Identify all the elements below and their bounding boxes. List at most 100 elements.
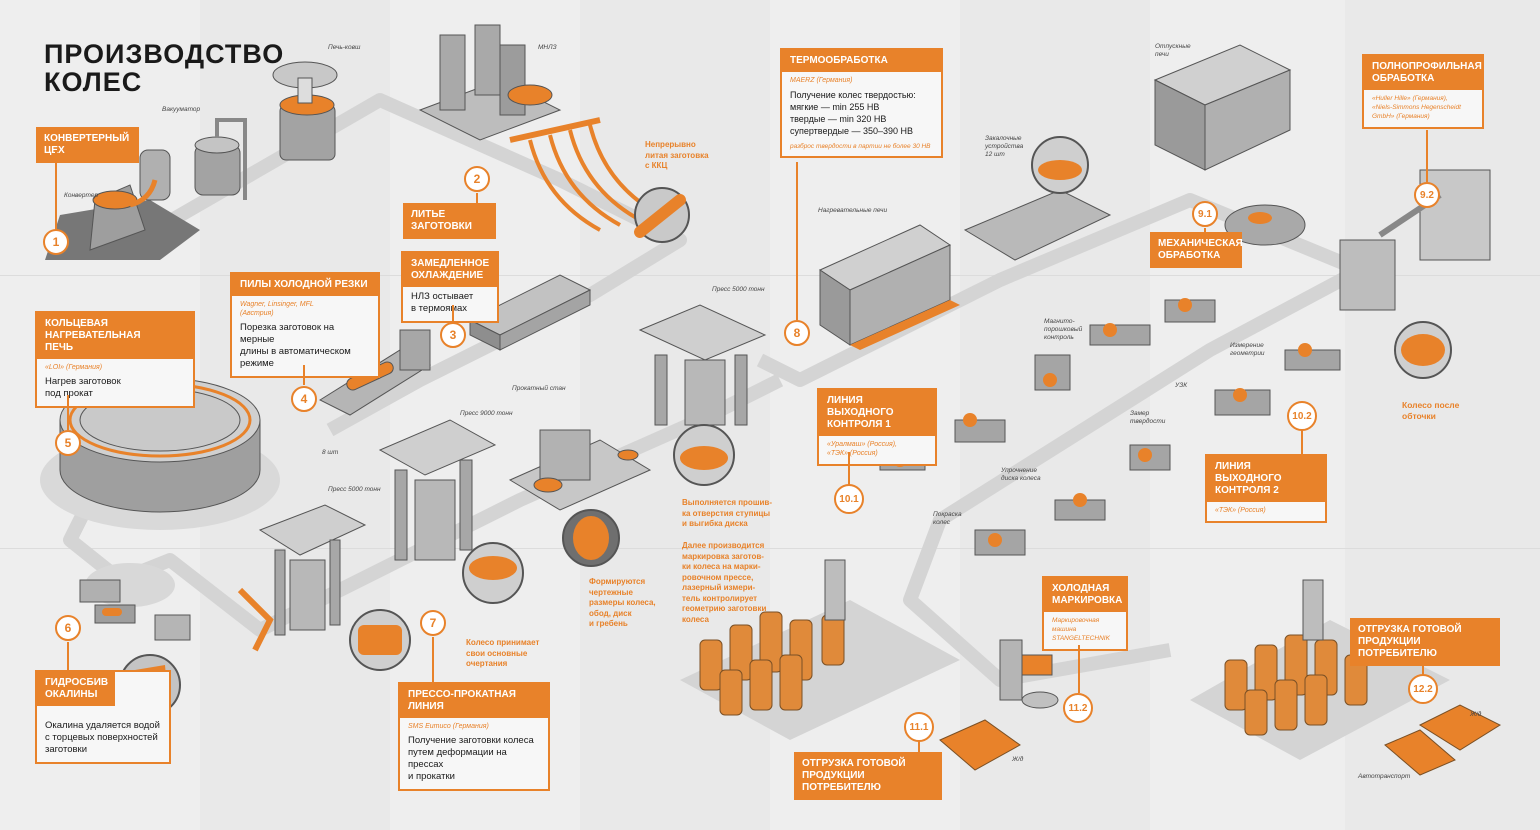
step-11-2-vendor: Маркировочная машина STANGELTECHNIK <box>1052 617 1110 642</box>
machining-center-91 <box>1224 204 1306 246</box>
step-11-2-card: ХОЛОДНАЯ МАРКИРОВКА Маркировочная машина… <box>1042 576 1128 651</box>
step-12-2-connector <box>1422 650 1424 676</box>
step-10-1-connector <box>848 452 850 486</box>
step-3-badge: 3 <box>440 322 466 348</box>
step-9-1-header: МЕХАНИЧЕСКАЯ ОБРАБОТКА <box>1150 232 1243 268</box>
label-saw-count: 8 шт <box>322 449 339 456</box>
step-5-connector <box>67 395 69 430</box>
step-3-description: НЛЗ остывает в термоямах <box>411 291 474 314</box>
step-12-2-badge: 12.2 <box>1408 674 1438 704</box>
callout-shape: Колесо принимает свои основные очертания <box>466 638 540 668</box>
step-2-header: ЛИТЬЕ ЗАГОТОВКИ <box>403 203 496 239</box>
label-ladle-furnace: Печь-ковш <box>328 44 361 51</box>
step-10-2-header: ЛИНИЯ ВЫХОДНОГО КОНТРОЛЯ 2 <box>1207 456 1325 502</box>
step-6-description: Окалина удаляется водой с торцевых повер… <box>45 720 160 755</box>
step-2-connector <box>476 193 478 203</box>
step-10-2-connector <box>1301 430 1303 454</box>
label-vacuumator: Вакууматор <box>162 106 201 113</box>
marking-machine <box>999 639 1059 709</box>
step-10-1-vendor: «Уралмаш» (Россия), «ТЭК» (Россия) <box>827 441 898 457</box>
step-4-connector <box>303 365 305 385</box>
locomotive-12 <box>1418 704 1502 751</box>
press-5000-lower <box>237 504 367 652</box>
step-6-card: ГИДРОСБИВ ОКАЛИНЫ Окалина удаляется водо… <box>35 670 171 764</box>
step-7-card: ПРЕССО-ПРОКАТНАЯ ЛИНИЯ SMS Eumuco (Герма… <box>398 682 550 791</box>
step-7-header: ПРЕССО-ПРОКАТНАЯ ЛИНИЯ <box>400 684 548 718</box>
step-3-header: ЗАМЕДЛЕННОЕ ОХЛАЖДЕНИЕ <box>403 253 497 287</box>
step-7-badge: 7 <box>420 610 446 636</box>
step-10-2-vendor: «ТЭК» (Россия) <box>1215 507 1266 514</box>
quenching-devices <box>963 136 1112 261</box>
tempering-furnace <box>1153 44 1292 171</box>
label-ultrasonic: УЗК <box>1175 382 1188 389</box>
ladle-furnace-machine <box>272 61 338 161</box>
step-11-2-badge: 11.2 <box>1063 693 1093 723</box>
label-painting: Покраска колес <box>933 511 962 526</box>
callout-billet: Непрерывно литая заготовка с ККЦ <box>645 140 709 170</box>
callout-marking: Далее производится маркировка заготов- к… <box>682 541 767 624</box>
step-10-1-header: ЛИНИЯ ВЫХОДНОГО КОНТРОЛЯ 1 <box>819 390 935 436</box>
label-press-5000-lower: Пресс 5000 тонн <box>328 486 381 493</box>
machining-center-92 <box>1339 169 1491 379</box>
label-quench-devices: Закалочные устройства 12 шт <box>985 135 1024 158</box>
page-title: ПРОИЗВОДСТВО КОЛЕС <box>44 39 285 97</box>
step-5-description: Нагрев заготовок под прокат <box>45 376 121 399</box>
step-8-description: Получение колес твердостью: мягкие — min… <box>790 90 916 136</box>
billet-zoom-circle <box>634 187 690 243</box>
step-9-2-badge: 9.2 <box>1414 182 1440 208</box>
step-11-2-header: ХОЛОДНАЯ МАРКИРОВКА <box>1044 578 1126 612</box>
thermal-pits <box>468 274 592 351</box>
step-8-card: ТЕРМООБРАБОТКА MAERZ (Германия) Получени… <box>780 48 943 158</box>
step-6-connector <box>67 642 69 672</box>
step-1-connector <box>55 150 57 230</box>
step-4-vendor: Wagner, Linsinger, MFL (Австрия) <box>240 301 314 317</box>
label-ccm: МНЛЗ <box>538 44 557 51</box>
step-10-2-card: ЛИНИЯ ВЫХОДНОГО КОНТРОЛЯ 2 «ТЭК» (Россия… <box>1205 454 1327 523</box>
wheel-zoom-circles <box>349 424 735 671</box>
step-8-connector <box>796 162 798 320</box>
label-rail-11: Ж/д <box>1012 756 1024 763</box>
step-10-1-badge: 10.1 <box>834 484 864 514</box>
step-3-connector <box>452 305 454 325</box>
step-4-badge: 4 <box>291 386 317 412</box>
callout-piercing: Выполняется прошив- ка отверстия ступицы… <box>682 498 772 528</box>
rolling-mill <box>508 429 652 511</box>
step-5-badge: 5 <box>55 430 81 456</box>
step-10-1-card: ЛИНИЯ ВЫХОДНОГО КОНТРОЛЯ 1 «Уралмаш» (Ро… <box>817 388 937 466</box>
step-4-card: ПИЛЫ ХОЛОДНОЙ РЕЗКИ Wagner, Linsinger, M… <box>230 272 380 378</box>
label-magnetic-control: Магнито- порошковый контроль <box>1044 318 1083 341</box>
fold-line <box>0 548 1540 549</box>
step-3-card: ЗАМЕДЛЕННОЕ ОХЛАЖДЕНИЕ НЛЗ остывает в те… <box>401 251 499 323</box>
step-11-1-header: ОТГРУЗКА ГОТОВОЙ ПРОДУКЦИИ ПОТРЕБИТЕЛЮ <box>794 752 942 800</box>
label-hardness: Замер твердости <box>1130 410 1166 425</box>
label-press-9000: Пресс 9000 тонн <box>460 410 513 417</box>
step-8-header: ТЕРМООБРАБОТКА <box>782 50 941 72</box>
step-5-card: КОЛЬЦЕВАЯ НАГРЕВАТЕЛЬНАЯ ПЕЧЬ «LOI» (Гер… <box>35 311 195 408</box>
locomotive-11 <box>939 719 1021 771</box>
truck <box>1384 729 1456 776</box>
step-8-vendor: MAERZ (Германия) <box>790 77 853 84</box>
step-7-description: Получение заготовки колеса путем деформа… <box>408 735 534 782</box>
callout-dimensions: Формируются чертежные размеры колеса, об… <box>589 577 656 628</box>
vacuumator-machine <box>194 118 247 200</box>
label-truck: Автотранспорт <box>1358 773 1411 780</box>
label-geometry: Измерение геометрии <box>1230 342 1265 357</box>
step-4-description: Порезка заготовок на мерные длины в авто… <box>240 322 351 369</box>
step-9-2-vendor: «Huller Hille» (Германия), «Niels-Simmon… <box>1372 95 1461 120</box>
step-12-2-header: ОТГРУЗКА ГОТОВОЙ ПРОДУКЦИИ ПОТРЕБИТЕЛЮ <box>1350 618 1500 666</box>
ccm-machine <box>418 24 661 232</box>
step-11-1-badge: 11.1 <box>904 712 934 742</box>
wheel-storage-11 <box>680 559 960 740</box>
step-5-vendor: «LOI» (Германия) <box>45 364 103 371</box>
step-9-2-header: ПОЛНОПРОФИЛЬНАЯ ОБРАБОТКА <box>1364 56 1482 90</box>
step-6-header: ГИДРОСБИВ ОКАЛИНЫ <box>37 672 115 706</box>
press-5000-upper <box>638 304 767 426</box>
step-7-vendor: SMS Eumuco (Германия) <box>408 723 489 730</box>
label-converter: Конвертер <box>64 192 99 199</box>
step-6-badge: 6 <box>55 615 81 641</box>
step-10-2-badge: 10.2 <box>1287 401 1317 431</box>
label-rolling-mill: Прокатный стан <box>512 385 566 392</box>
step-8-note: разброс твердости в партии не более 30 H… <box>790 143 931 150</box>
step-11-2-connector <box>1078 645 1080 693</box>
